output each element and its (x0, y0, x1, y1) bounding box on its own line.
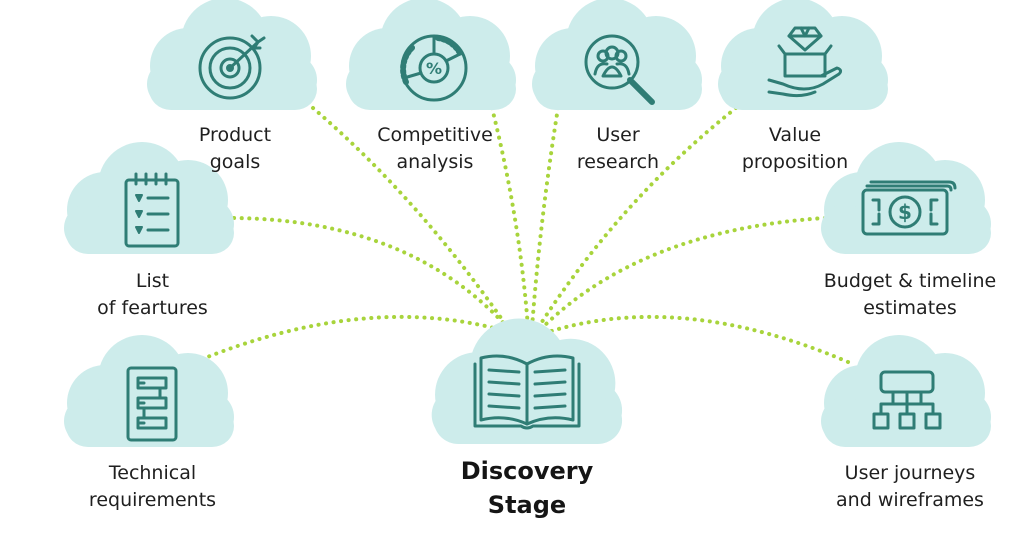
value-proposition-line1: Value (768, 124, 822, 146)
connector-budget-timeline (538, 216, 827, 332)
competitive-analysis-line2: analysis (396, 151, 474, 173)
budget-timeline-line2: estimates (863, 297, 957, 319)
user-journeys-line1: User journeys (844, 462, 976, 484)
connector-technical-requirements (193, 314, 514, 364)
connectors (193, 106, 850, 364)
cloud-product-goals (147, 0, 317, 110)
discovery-stage-line1: Discovery (460, 457, 594, 485)
target-icon (198, 34, 266, 100)
budget-timeline-line1: Budget & timeline (823, 270, 997, 292)
label-discovery-stage: Discovery Stage (437, 454, 617, 522)
label-list-of-features: List of feartures (70, 268, 235, 322)
label-value-proposition: Value proposition (715, 122, 875, 176)
user-research-line2: research (576, 151, 660, 173)
discovery-stage-line2: Stage (487, 491, 567, 519)
checklist-notepad-icon (124, 172, 180, 248)
technical-requirements-line1: Technical (108, 462, 197, 484)
connector-value-proposition (536, 106, 738, 330)
list-of-features-line2: of feartures (97, 297, 208, 319)
banknote-dollar-icon: $ (861, 180, 957, 236)
connector-list-of-features (232, 216, 510, 330)
connector-user-journeys (543, 314, 850, 364)
label-technical-requirements: Technical requirements (70, 460, 235, 514)
connector-competitive-analysis (490, 106, 530, 330)
cloud-technical-requirements (64, 335, 234, 447)
svg-text:$: $ (898, 200, 912, 224)
technical-requirements-line2: requirements (88, 489, 217, 511)
user-journeys-line2: and wireframes (836, 489, 984, 511)
label-product-goals: Product goals (155, 122, 315, 176)
magnifier-users-icon (584, 34, 655, 105)
diamond-hand-icon (767, 26, 843, 98)
product-goals-line2: goals (209, 151, 261, 173)
product-goals-line1: Product (198, 124, 272, 146)
label-budget-timeline: Budget & timeline estimates (805, 268, 1015, 322)
label-user-journeys: User journeys and wireframes (815, 460, 1005, 514)
pie-chart-percent-icon: % (400, 34, 468, 102)
icons: % (124, 26, 957, 442)
open-book-icon (473, 354, 581, 430)
sitemap-icon (872, 370, 942, 430)
connector-product-goals (311, 106, 510, 330)
value-proposition-line2: proposition (741, 151, 849, 173)
svg-text:%: % (426, 59, 442, 78)
label-competitive-analysis: Competitive analysis (350, 122, 520, 176)
user-research-line1: User (596, 124, 640, 146)
flowchart-document-icon (126, 366, 178, 442)
list-of-features-line1: List (135, 270, 170, 292)
connector-user-research (530, 106, 560, 330)
competitive-analysis-line1: Competitive (377, 124, 493, 146)
label-user-research: User research (538, 122, 698, 176)
